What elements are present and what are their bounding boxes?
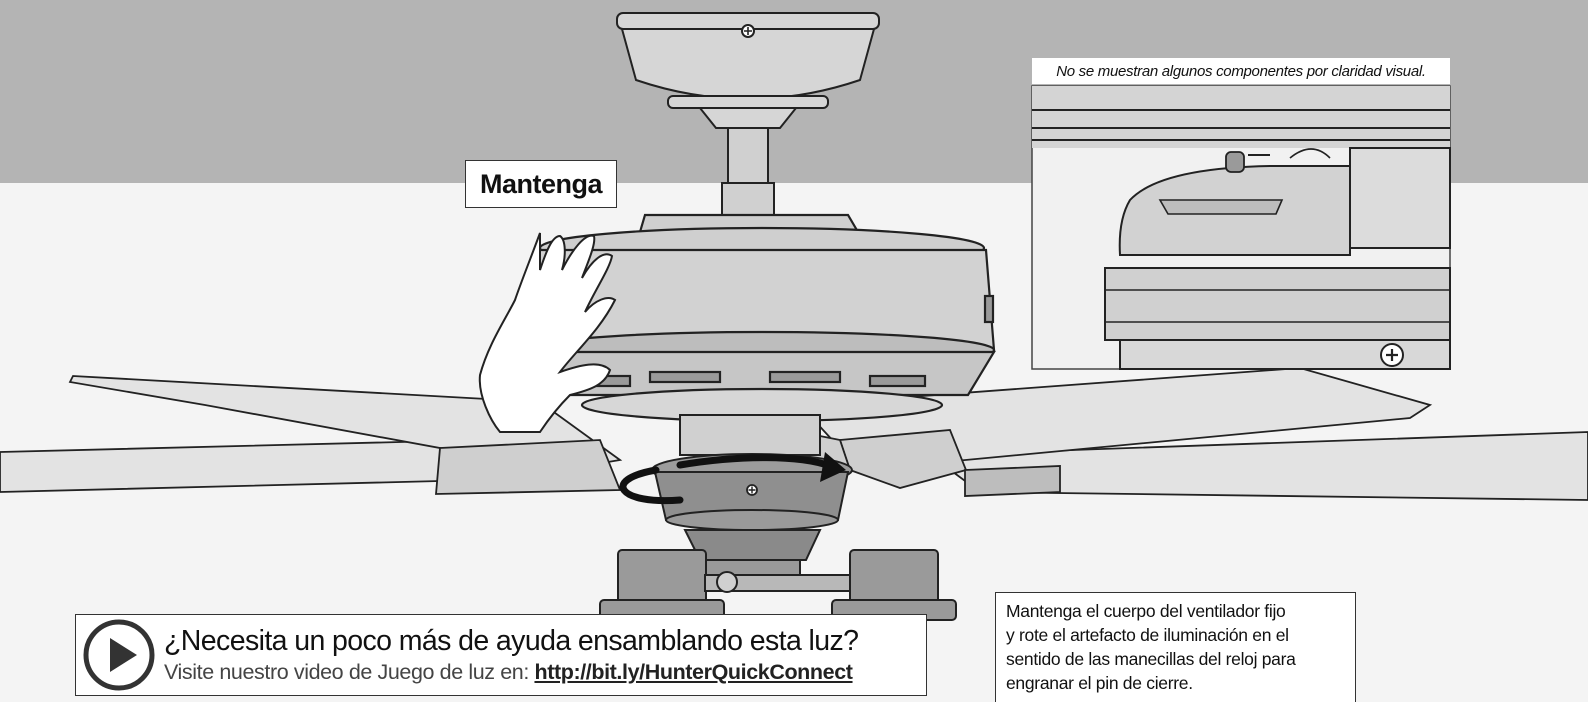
- blade-far-right: [927, 431, 1588, 501]
- instruction-line: sentido de las manecillas del reloj para: [1006, 649, 1296, 669]
- help-video-link[interactable]: http://bit.ly/HunterQuickConnect: [534, 660, 853, 684]
- play-icon[interactable]: [82, 618, 156, 692]
- downrod: [721, 127, 775, 216]
- inset-caption: No se muestran algunos componentes por c…: [1032, 58, 1450, 84]
- detail-inset: [1031, 85, 1451, 370]
- instruction-box: Mantenga el cuerpo del ventilador fijo y…: [995, 592, 1356, 702]
- hold-label: Mantenga: [465, 160, 617, 208]
- help-subtitle-text: Visite nuestro video de Juego de luz en:: [164, 660, 535, 684]
- help-banner: ¿Necesita un poco más de ayuda ensamblan…: [75, 614, 927, 696]
- help-title: ¿Necesita un poco más de ayuda ensamblan…: [164, 625, 859, 657]
- help-subtitle: Visite nuestro video de Juego de luz en:…: [164, 658, 858, 686]
- help-text: ¿Necesita un poco más de ayuda ensamblan…: [164, 624, 859, 686]
- instruction-line: y rote el artefacto de iluminación en el: [1006, 625, 1289, 645]
- hand-icon: [478, 232, 617, 433]
- canopy: [616, 12, 880, 129]
- rotation-arrow-icon: [619, 452, 846, 505]
- instruction-line: Mantenga el cuerpo del ventilador fijo: [1006, 601, 1286, 621]
- instruction-line: engranar el pin de cierre.: [1006, 673, 1193, 693]
- motor-housing: [528, 213, 996, 423]
- locking-pin-icon: [1225, 148, 1331, 173]
- blade-irons: [435, 428, 1061, 497]
